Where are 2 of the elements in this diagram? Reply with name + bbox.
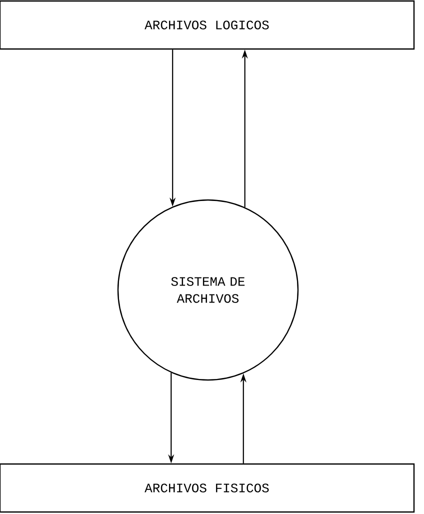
data-store-box: ARCHIVOS FISICOS [0, 463, 415, 513]
data-store-box: ARCHIVOS LOGICOS [0, 0, 415, 50]
